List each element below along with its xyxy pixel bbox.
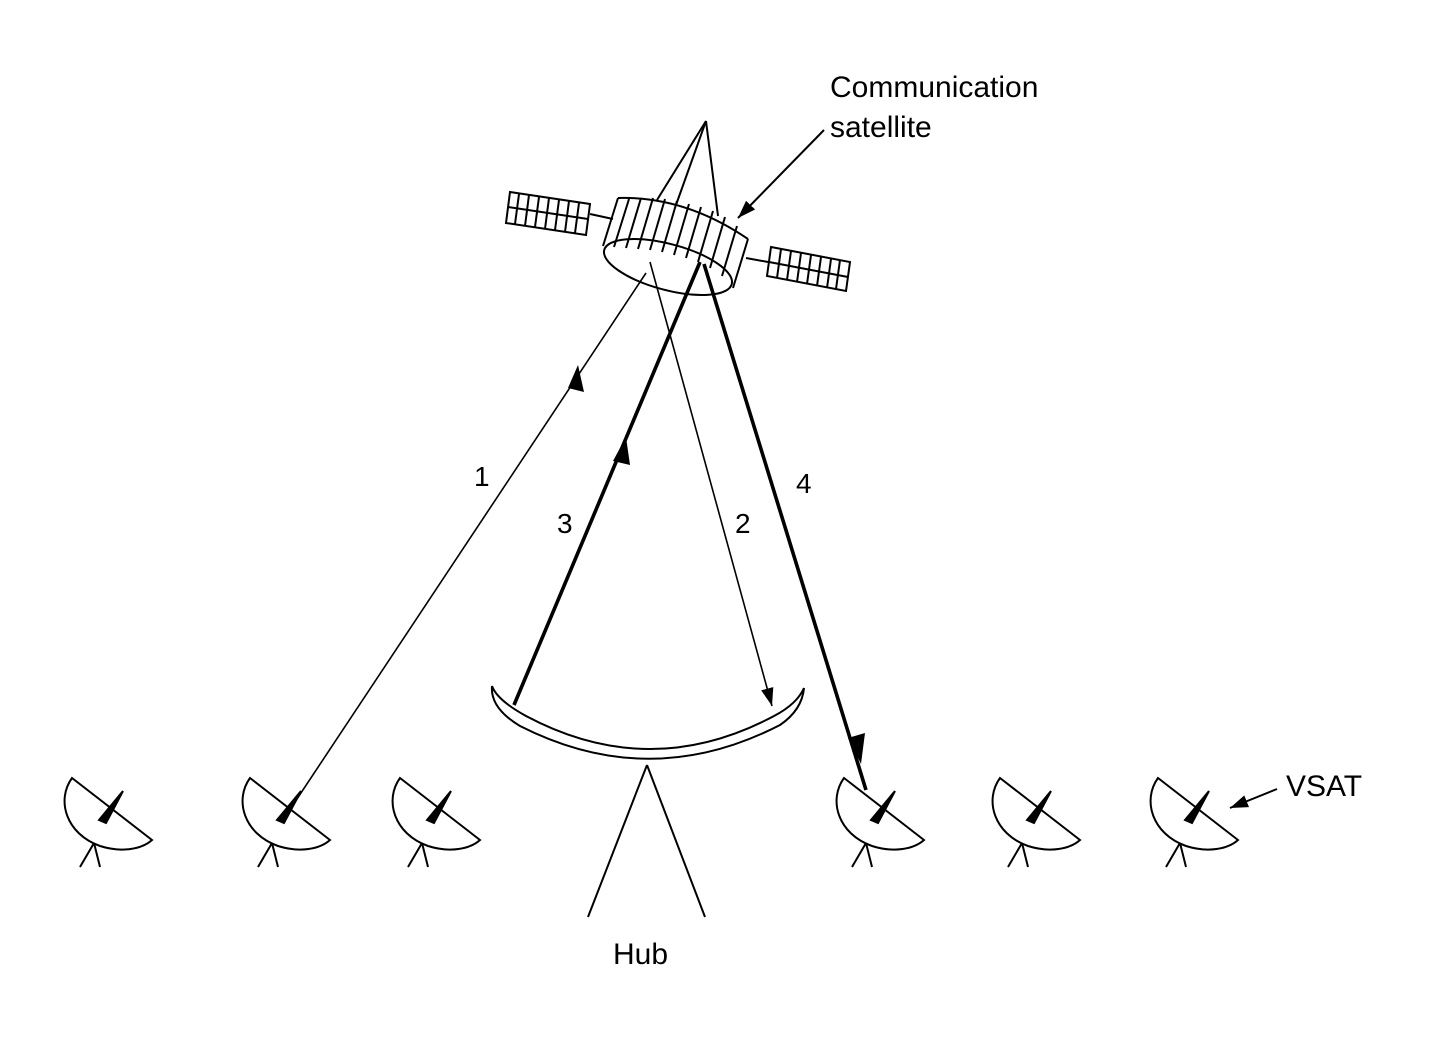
vsat-dish — [241, 776, 332, 868]
vsat-pointer-arrow — [1229, 788, 1278, 809]
vsat-feed — [275, 790, 302, 825]
link-3 — [512, 261, 702, 706]
vsat-feed — [1183, 790, 1210, 825]
hub-label: Hub — [613, 938, 668, 971]
vsat-label: VSAT — [1286, 770, 1362, 803]
vsat-dish — [991, 776, 1082, 868]
satellite-right-solar-panel — [745, 245, 852, 293]
vsat-feed — [97, 790, 124, 825]
satellite-pointer-arrow — [737, 129, 825, 219]
satellite-label-line1: Communication — [830, 71, 1038, 104]
satellite-body — [602, 196, 749, 297]
link-1-label: 1 — [474, 461, 490, 492]
communication-satellite — [504, 120, 852, 297]
link-3-label: 3 — [557, 508, 573, 539]
satellite-label-line2: satellite — [830, 111, 932, 144]
link-4 — [702, 263, 868, 791]
satellite-left-solar-panel — [504, 190, 614, 237]
vsat-dish — [63, 776, 154, 868]
vsat-dish — [835, 776, 926, 868]
vsat-terminals — [63, 776, 1240, 868]
vsat-feed — [869, 790, 896, 825]
vsat-feed — [1025, 790, 1052, 825]
link-4-label: 4 — [796, 468, 812, 499]
link-2 — [649, 261, 774, 707]
link-1 — [282, 272, 647, 821]
link-2-label: 2 — [735, 508, 751, 539]
hub-antenna — [490, 685, 805, 918]
vsat-dish — [391, 776, 482, 868]
satellite-antenna — [656, 120, 719, 217]
vsat-dish — [1149, 776, 1240, 868]
vsat-feed — [425, 790, 452, 825]
